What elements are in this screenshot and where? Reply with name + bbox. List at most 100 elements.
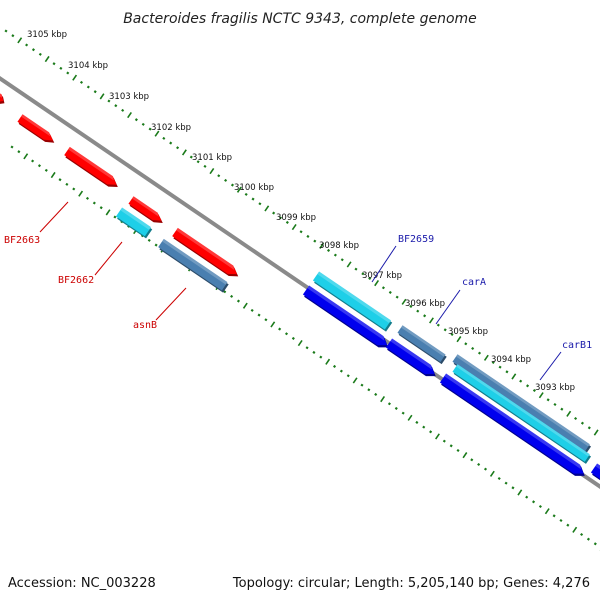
feature-cyan-bf2662: [115, 207, 153, 239]
ruler-inner-tick: [566, 523, 570, 527]
feature-steel-carb1-highlight: [456, 354, 590, 447]
ruler-outer-tick: [121, 108, 125, 112]
gene-feature-red-small-body: [128, 196, 162, 221]
ruler-inner-tick: [489, 470, 495, 477]
feature-cyan-bf2662-highlight: [120, 207, 152, 230]
ruler-inner-tick: [305, 346, 309, 350]
ruler-inner-tick: [242, 302, 248, 309]
gene-feature-red-small-highlight: [132, 196, 159, 217]
ruler-inner-tick: [85, 196, 90, 200]
ruler-inner-tick: [250, 308, 254, 312]
ruler-outer-tick: [593, 429, 599, 436]
ruler-inner-tick: [44, 168, 48, 172]
ruler-inner-tick: [442, 439, 446, 443]
ruler-inner-tick: [278, 327, 282, 331]
feature-cyan-bf2659-highlight: [317, 271, 392, 324]
ruler-tick-label: 3097 kbp: [362, 271, 402, 281]
gene-feature-carb1: [439, 373, 585, 476]
ruler-outer-tick: [17, 37, 23, 44]
ruler-outer-tick: [566, 410, 572, 417]
gene-feature-carb1-highlight: [444, 373, 581, 470]
ruler-outer-tick: [66, 71, 70, 75]
ruler-inner-tick: [374, 392, 378, 396]
gene-feature-red-edge-body: [0, 93, 4, 102]
ruler-inner-tick: [72, 187, 76, 191]
gene-feature-blue-edge-body: [590, 463, 600, 479]
ruler-inner-tick: [559, 518, 563, 523]
feature-cyan-bf2659: [312, 271, 393, 332]
ruler-outer-tick: [409, 304, 413, 308]
ruler-tick-label: 3101 kbp: [192, 153, 232, 163]
ruler-outer-tick: [107, 99, 111, 103]
ruler-inner-tick: [346, 374, 350, 378]
ruler-inner-tick: [65, 182, 69, 186]
ruler-outer-tick: [141, 122, 145, 126]
ruler-outer-tick: [416, 309, 420, 313]
map-title: Bacteroides fragilis NCTC 9343, complete…: [123, 11, 477, 27]
ruler-tick-label: 3096 kbp: [405, 299, 445, 309]
ruler-outer-tick: [52, 62, 56, 66]
ruler-outer-tick: [44, 55, 50, 63]
ruler-outer-tick: [154, 130, 160, 137]
ruler-inner-tick: [572, 526, 578, 533]
ruler-outer-tick: [224, 178, 228, 182]
ruler-inner-tick: [593, 542, 597, 546]
feature-steel-carb1: [452, 354, 592, 454]
ruler-outer-tick: [86, 85, 90, 89]
ruler-inner-tick: [312, 350, 316, 354]
ruler-inner-tick: [497, 476, 501, 481]
ruler-inner-tick: [325, 358, 331, 365]
gene-feature-asnb-highlight: [176, 227, 235, 270]
ruler-outer-tick: [532, 388, 536, 393]
ruler-inner-tick: [50, 171, 56, 179]
accession-text: Accession: NC_003228: [8, 576, 156, 591]
gene-feature-cara: [385, 338, 436, 377]
gene-feature-bf2662-body: [64, 146, 117, 185]
ruler-outer-tick: [429, 317, 434, 324]
ruler-inner-tick: [544, 508, 550, 515]
ruler-tick-label: 3095 kbp: [448, 327, 488, 337]
ruler-outer-tick: [196, 160, 200, 164]
ruler-inner-tick: [154, 243, 158, 247]
ruler-outer-tick: [519, 379, 523, 383]
ruler-outer-tick: [505, 370, 509, 374]
feature-cyan-carb1-body: [452, 364, 590, 462]
ruler-outer-tick: [361, 272, 365, 276]
ruler-outer-tick: [236, 186, 242, 193]
ruler-inner-tick: [99, 206, 103, 210]
ruler-outer-tick: [189, 155, 193, 159]
ruler-tick-label: 3102 kbp: [151, 123, 191, 133]
ruler-outer-tick: [401, 298, 407, 305]
ruler-inner-tick: [284, 332, 289, 336]
ruler-inner-tick: [58, 178, 62, 182]
feature-steel-cara-body: [397, 325, 446, 362]
ruler-outer-tick: [306, 234, 310, 238]
ruler-outer-tick: [299, 230, 303, 234]
ruler-outer-tick: [285, 220, 289, 224]
gene-feature-asnb: [172, 227, 239, 277]
ruler-outer-tick: [4, 29, 8, 33]
ruler-tick-label: 3103 kbp: [109, 92, 149, 102]
ruler-outer-tick: [25, 43, 29, 47]
ruler-outer-tick: [327, 248, 331, 252]
ruler-inner-tick: [367, 388, 371, 392]
ruler-outer-tick: [258, 202, 262, 206]
ruler-outer-tick: [538, 392, 544, 399]
feature-cyan-carb1-highlight: [456, 364, 590, 457]
ruler-outer-tick: [546, 398, 550, 402]
ruler-outer-tick: [79, 80, 84, 84]
ruler-inner-tick: [264, 318, 268, 322]
ruler-outer-tick: [526, 384, 530, 388]
gene-label-leader-asnb: [155, 287, 187, 321]
ruler-inner-tick: [333, 364, 337, 368]
ruler-outer-tick: [368, 276, 372, 280]
ruler-inner-tick: [429, 430, 433, 434]
ruler-outer-tick: [272, 211, 276, 215]
gene-label-leader-cara: [435, 289, 461, 325]
ruler-inner-tick: [352, 377, 358, 384]
ruler-inner-tick: [236, 299, 240, 303]
ruler-inner-tick: [462, 452, 468, 459]
ruler-tick-label: 3104 kbp: [68, 61, 108, 71]
ruler-outer-tick: [553, 402, 557, 407]
